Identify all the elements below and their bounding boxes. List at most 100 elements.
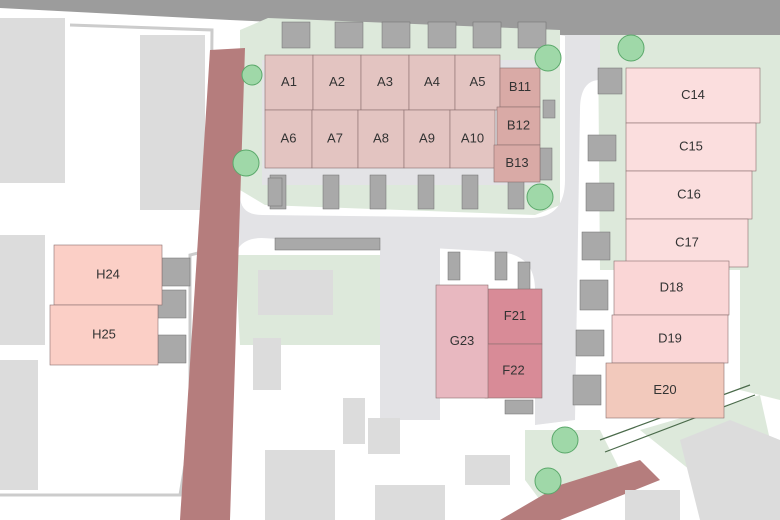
plot-label: A7 [327,130,343,145]
parking-bay [539,147,553,181]
plot-h25: H25 [49,304,159,366]
plot-shape [454,54,501,111]
plot-shape [625,170,753,220]
plot-shape [625,122,757,172]
plot-label: A4 [424,74,440,89]
plot-a10: A10 [449,109,496,169]
boundary-line [604,394,756,453]
main-road [180,48,245,520]
existing-building [680,420,780,520]
parking-bays [157,21,623,415]
tree-icon [551,426,579,454]
parking-bay [267,177,283,207]
plot-label: B13 [505,155,528,170]
existing-building [253,338,281,390]
parking-bay [274,237,381,251]
plot-f21: F21 [487,288,543,345]
plot-label: A3 [377,74,393,89]
site-boundary-line [0,23,214,497]
parking-bay [381,21,411,49]
plot-shape [311,109,359,169]
plot-a4: A4 [408,54,456,111]
plot-b13: B13 [493,144,541,183]
paved-court [380,245,440,420]
plot-c14: C14 [625,67,761,124]
plot-label: B11 [509,79,531,94]
main-road [185,440,230,520]
parking-bay [517,21,547,49]
plot-label: H25 [92,326,116,341]
tree-icon [617,34,645,62]
plot-label: A8 [373,130,389,145]
access-road [230,35,600,425]
plot-a5: A5 [454,54,501,111]
plot-h24: H24 [53,244,163,306]
existing-building [625,490,680,520]
plot-label: A2 [329,74,345,89]
plot-label: D19 [658,330,682,345]
existing-building [140,35,205,210]
plot-label: C17 [675,234,699,249]
parking-bay [504,399,534,415]
plot-a3: A3 [360,54,410,111]
plot-shape [53,244,163,306]
plot-label: F22 [502,362,524,377]
plot-e20: E20 [605,362,725,419]
parking-bay [575,329,605,357]
parking-bay [542,99,556,119]
tree-icon [534,467,562,495]
plot-shape [449,109,496,169]
parking-bay [157,289,187,319]
plot-shape [605,362,725,419]
plot-label: E20 [653,382,676,397]
parking-bay [517,261,531,291]
parking-bay [572,374,602,406]
plot-a8: A8 [357,109,405,169]
plot-d19: D19 [611,314,729,364]
plot-shape [493,144,541,183]
plot-label: F21 [504,308,526,323]
plot-c17: C17 [625,218,749,268]
parking-bay [161,257,191,287]
plot-a1: A1 [264,54,314,111]
tree-icon [534,44,562,72]
plot-shape [360,54,410,111]
parking-bay [581,231,611,261]
plot-shape [611,314,729,364]
plot-a6: A6 [264,109,313,169]
existing-building [265,450,335,520]
existing-building [368,418,400,454]
plot-label: H24 [96,266,120,281]
parking-bay [281,21,311,49]
plot-label: B12 [507,117,530,132]
plot-c15: C15 [625,122,757,172]
southern-road [500,460,660,520]
parking-bay [587,134,617,162]
plot-shape [264,54,314,111]
existing-building [258,270,333,315]
parking-bay [579,279,609,311]
plot-label: A9 [419,130,435,145]
plot-shape [499,67,541,108]
plot-label: A10 [461,130,484,145]
parking-bay [447,251,461,281]
plot-label: C15 [679,138,703,153]
parking-bay [157,334,187,364]
plot-label: D18 [660,279,684,294]
plot-shape [625,67,761,124]
plot-f22: F22 [484,343,543,399]
plot-shape [613,260,730,316]
plot-shape [312,54,362,111]
parking-bay [597,67,623,95]
plot-c16: C16 [625,170,753,220]
parking-bay [322,174,340,210]
plot-label: C14 [681,87,705,102]
parking-bay [334,21,364,49]
tree-layer [232,34,645,495]
plot-g23: G23 [435,284,489,399]
existing-building [0,18,65,183]
plot-shape [264,109,313,169]
